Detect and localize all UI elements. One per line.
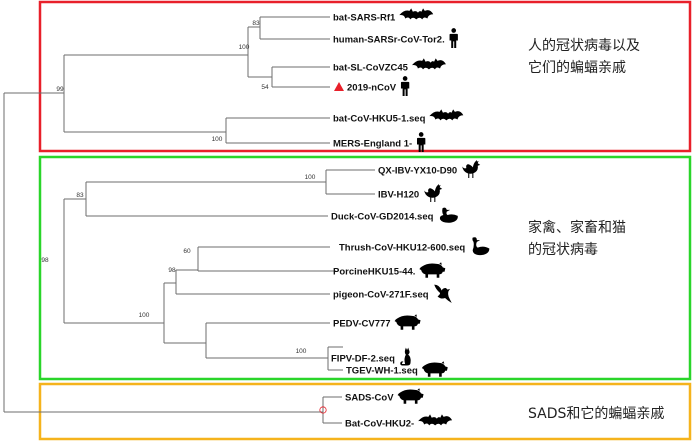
duck-icon (439, 207, 458, 223)
group-box-human (38, 0, 692, 153)
pig-icon (421, 361, 448, 377)
leaf-label: Bat-CoV-HKU2- (345, 419, 414, 430)
leaf-duck-cov-gd2014-seq: Duck-CoV-GD2014.seq (331, 207, 458, 223)
leaf-thrush-cov-hku12-600-seq: Thrush-CoV-HKU12-600.seq (339, 237, 490, 256)
leaf-qx-ibv-yx10-d90: QX-IBV-YX10-D90 (378, 160, 481, 178)
bootstrap-value: 98 (168, 267, 176, 274)
chicken-icon (423, 184, 443, 202)
goose-icon (472, 237, 490, 256)
leaf-2019-ncov: 2019-nCoV (334, 76, 410, 96)
bootstrap-value: 100 (139, 312, 150, 319)
leaf-label: PorcineHKU15-44. (333, 267, 415, 278)
tree-branches (3, 16, 375, 424)
leaf-fipv-df-2-seq: FIPV-DF-2.seq (331, 347, 411, 366)
leaf-bat-sl-covzc45: bat-SL-CoVZC45 (333, 58, 446, 74)
bootstrap-value: 83 (252, 20, 260, 27)
group-note-animal: 的冠状病毒 (528, 242, 598, 258)
group-box-animal (38, 155, 692, 381)
sads-node-marker (319, 406, 327, 414)
leaf-label: Thrush-CoV-HKU12-600.seq (339, 243, 465, 254)
bat-icon (411, 58, 446, 70)
bootstrap-value: 83 (76, 192, 84, 199)
leaf-sads-cov: SADS-CoV (345, 388, 424, 404)
bootstrap-value: 60 (183, 248, 191, 255)
leaf-bat-cov-hku5-1-seq: bat-CoV-HKU5-1.seq (333, 109, 464, 125)
bootstrap-values: 83 100 54 100 99 100 83 60 98 100 100 98 (41, 20, 315, 355)
leaf-label: bat-SL-CoVZC45 (333, 63, 409, 74)
leaf-label: bat-CoV-HKU5-1.seq (333, 114, 426, 125)
group-note-sads: SADS和它的蝙蝠亲戚 (528, 405, 664, 422)
cat-icon (400, 347, 411, 366)
leaf-labels: bat-SARS-Rf1 human-SARSr-CoV-Tor2. bat-SL-… (331, 8, 490, 430)
leaf-ibv-h120: IBV-H120 (378, 184, 443, 202)
leaf-label: MERS-England 1- (333, 139, 412, 150)
pig-icon (397, 388, 424, 404)
bat-icon (429, 109, 464, 121)
bootstrap-value: 100 (296, 348, 307, 355)
leaf-label: bat-SARS-Rf1 (333, 13, 396, 24)
leaf-pigeon-cov-271f-seq: pigeon-CoV-271F.seq (333, 284, 452, 303)
leaf-tgev-wh-1-seq: TGEV-WH-1.seq (346, 361, 448, 377)
human-icon (449, 28, 458, 48)
leaf-label: human-SARSr-CoV-Tor2. (333, 35, 445, 46)
leaf-label: 2019-nCoV (347, 83, 397, 94)
leaf-label: QX-IBV-YX10-D90 (378, 166, 457, 177)
bat-icon (418, 414, 453, 426)
leaf-porcinehku15-44: PorcineHKU15-44. (333, 262, 446, 278)
bootstrap-value: 99 (56, 86, 64, 93)
bootstrap-value: 100 (305, 174, 316, 181)
group-note-human: 人的冠状病毒以及 (528, 38, 640, 54)
pigeon-icon (434, 284, 452, 303)
leaf-bat-sars-rf1: bat-SARS-Rf1 (333, 8, 434, 24)
pig-icon (394, 314, 421, 330)
bootstrap-value: 98 (41, 257, 49, 264)
leaf-label: pigeon-CoV-271F.seq (333, 290, 429, 301)
group-note-animal: 家禽、家畜和猫 (528, 219, 626, 236)
bat-icon (399, 8, 434, 20)
leaf-bat-cov-hku2: Bat-CoV-HKU2- (345, 414, 453, 430)
group-note-human: 它们的蝙蝠亲戚 (528, 59, 626, 76)
bootstrap-value: 100 (239, 44, 250, 51)
pig-icon (419, 262, 446, 278)
leaf-label: SADS-CoV (345, 393, 394, 404)
leaf-label: IBV-H120 (378, 190, 419, 201)
leaf-pedv-cv777: PEDV-CV777 (333, 314, 421, 330)
leaf-label: PEDV-CV777 (333, 319, 391, 330)
human-icon (400, 76, 410, 96)
bootstrap-value: 100 (212, 136, 223, 143)
human-icon (417, 132, 426, 152)
chicken-icon (461, 160, 481, 178)
leaf-mers-england-1: MERS-England 1- (333, 132, 426, 152)
leaf-label: FIPV-DF-2.seq (331, 354, 395, 365)
leaf-human-sarsr-cov-tor2: human-SARSr-CoV-Tor2. (333, 28, 458, 48)
highlight-triangle-icon (334, 82, 344, 91)
bootstrap-value: 54 (261, 84, 269, 91)
leaf-label: Duck-CoV-GD2014.seq (331, 212, 434, 223)
leaf-label: TGEV-WH-1.seq (346, 366, 418, 377)
